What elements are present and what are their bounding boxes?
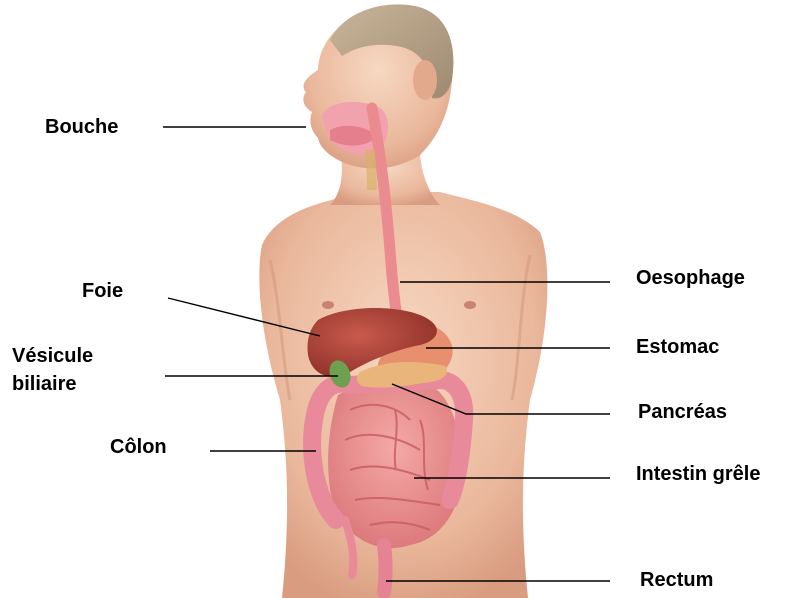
nipple-left [322,301,334,309]
body-illustration [259,4,547,598]
label-foie: Foie [82,280,123,302]
label-estomac: Estomac [636,336,719,358]
trachea [370,150,372,190]
label-pancreas: Pancréas [638,401,727,423]
label-bouche: Bouche [45,116,118,138]
label-vesicule-line1: Vésicule [12,345,93,367]
rectum [384,545,386,592]
label-oesophage: Oesophage [636,267,745,289]
ear [413,60,437,100]
label-intestin-grele: Intestin grêle [636,463,760,485]
label-vesicule-line2: biliaire [12,373,76,395]
label-colon: Côlon [110,436,167,458]
label-rectum: Rectum [640,569,713,591]
nipple-right [464,301,476,309]
